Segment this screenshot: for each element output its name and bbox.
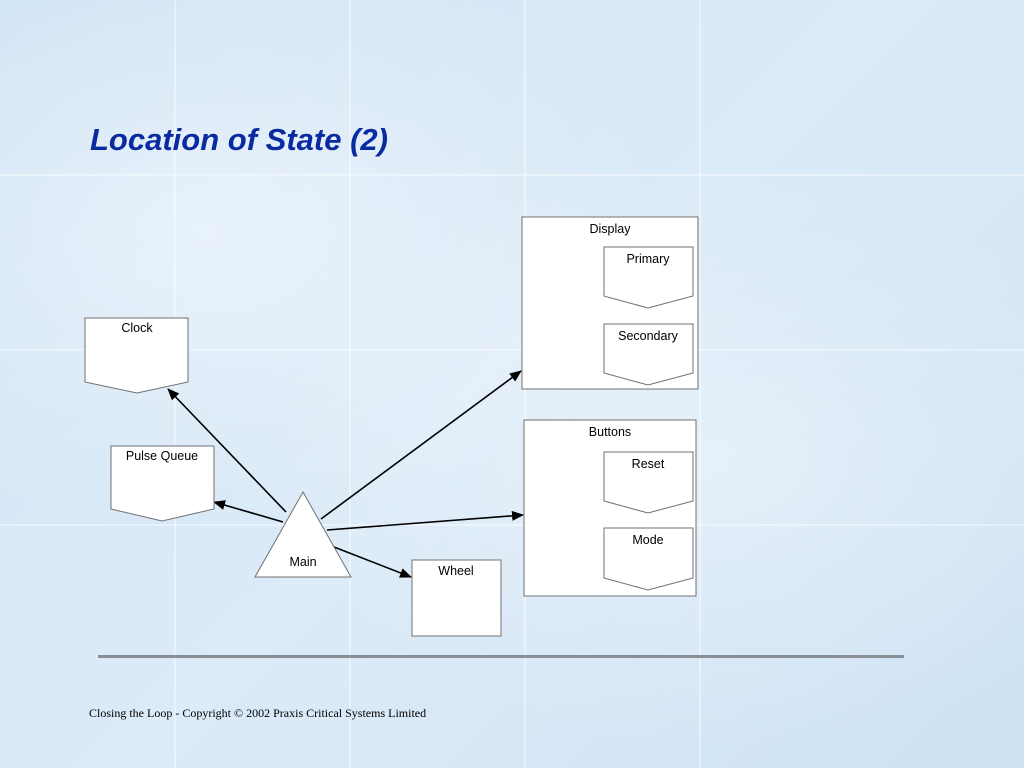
edge-main-to-buttons xyxy=(326,510,524,531)
node-main: Main xyxy=(254,490,352,578)
node-pulse-queue-label: Pulse Queue xyxy=(126,449,198,463)
edge-main-to-display xyxy=(320,370,522,520)
node-main-label: Main xyxy=(289,555,316,569)
footer-divider xyxy=(98,655,904,658)
node-buttons: Buttons Reset Mode xyxy=(523,419,697,597)
node-wheel-label: Wheel xyxy=(438,564,473,578)
slide-title: Location of State (2) xyxy=(90,122,388,157)
slide-footer: Closing the Loop - Copyright © 2002 Prax… xyxy=(89,706,427,720)
node-secondary: Secondary xyxy=(603,323,694,386)
node-reset-label: Reset xyxy=(632,457,665,471)
node-display-label: Display xyxy=(590,222,632,236)
node-wheel: Wheel xyxy=(411,559,502,637)
node-clock-label: Clock xyxy=(121,321,153,335)
node-buttons-label: Buttons xyxy=(589,425,631,439)
edge-main-to-clock xyxy=(167,388,287,513)
node-reset: Reset xyxy=(603,451,694,514)
node-primary-label: Primary xyxy=(626,252,670,266)
node-mode: Mode xyxy=(603,527,694,591)
node-pulse-queue: Pulse Queue xyxy=(110,445,215,522)
edge-main-to-wheel xyxy=(333,546,412,578)
node-clock: Clock xyxy=(84,317,189,394)
node-mode-label: Mode xyxy=(632,533,663,547)
edge-main-to-pulse-queue xyxy=(213,500,284,523)
node-display: Display Primary Secondary xyxy=(521,216,699,390)
node-secondary-label: Secondary xyxy=(618,329,679,343)
node-primary: Primary xyxy=(603,246,694,309)
